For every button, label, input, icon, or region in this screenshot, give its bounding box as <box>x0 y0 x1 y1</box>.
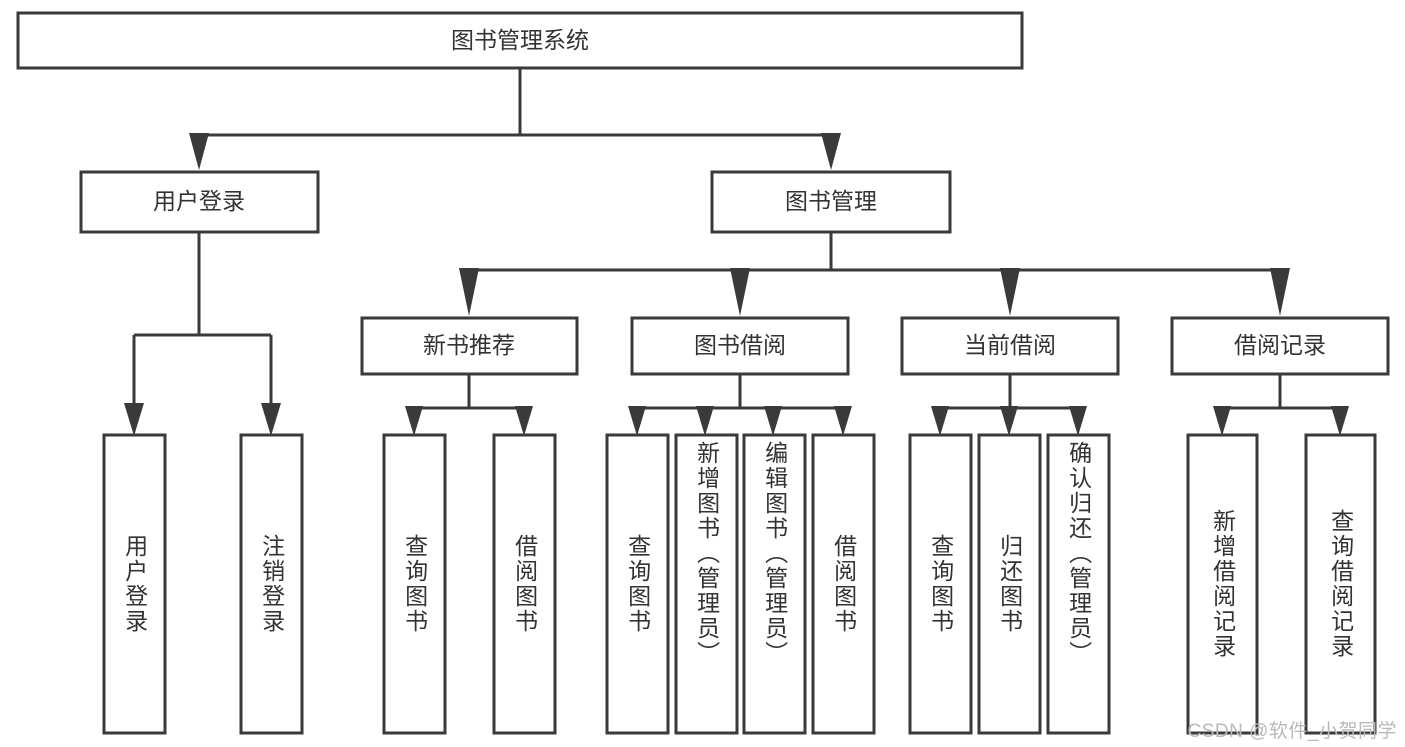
arrow-head-current-borrow-leaf-3 <box>1069 406 1087 436</box>
arrow-head-to-new-book <box>459 268 479 316</box>
borrow-record-label: 借阅记录 <box>1234 332 1326 358</box>
leaf-box-book-borrow-4[interactable] <box>811 433 876 735</box>
leaf-box-current-borrow-1[interactable] <box>908 433 973 735</box>
node-borrow-record[interactable]: 借阅记录 <box>1170 316 1390 376</box>
leaf-box-borrow-record-2[interactable] <box>1304 433 1377 735</box>
arrow-head-borrow-record-leaf-1 <box>1213 406 1231 436</box>
node-user-login[interactable]: 用户登录 <box>79 170 320 234</box>
arrow-head-book-borrow-leaf-1 <box>628 406 646 436</box>
arrow-head-new-book-leaf-2 <box>515 406 533 436</box>
borrow-record-box[interactable] <box>1170 316 1390 376</box>
csdn-watermark: CSDN @软件_小贺同学 <box>1187 721 1397 742</box>
arrow-head-book-borrow-leaf-3 <box>764 406 782 436</box>
node-current-borrow[interactable]: 当前借阅 <box>900 316 1120 376</box>
new-book-recommend-box[interactable] <box>360 316 579 376</box>
leaf-box-book-borrow-3[interactable] <box>742 433 807 735</box>
leaf-box-user-login-1[interactable] <box>102 433 167 735</box>
new-book-recommend-label: 新书推荐 <box>423 332 515 358</box>
arrow-head-current-borrow-leaf-1 <box>931 406 949 436</box>
leaf-box-book-borrow-2[interactable] <box>674 433 739 735</box>
arrow-head-book-borrow-leaf-2 <box>696 406 714 436</box>
leaf-box-book-borrow-1[interactable] <box>605 433 670 735</box>
leaf-box-current-borrow-2[interactable] <box>977 433 1042 735</box>
arrow-head-user-login-leaf-1 <box>124 403 144 436</box>
book-borrow-label: 图书借阅 <box>694 332 786 358</box>
book-management-box[interactable] <box>710 170 952 234</box>
root-box[interactable] <box>16 11 1024 70</box>
book-management-label: 图书管理 <box>785 188 877 214</box>
leaf-box-new-book-1[interactable] <box>382 433 447 735</box>
arrow-head-user-login-leaf-2 <box>261 403 281 436</box>
leaf-box-user-login-2[interactable] <box>239 433 304 735</box>
current-borrow-box[interactable] <box>900 316 1120 376</box>
leaf-box-borrow-record-1[interactable] <box>1186 433 1259 735</box>
arrow-head-to-user-login <box>189 133 209 170</box>
book-borrow-box[interactable] <box>630 316 850 376</box>
node-book-management[interactable]: 图书管理 <box>710 170 952 234</box>
leaf-box-current-borrow-3[interactable] <box>1046 433 1111 735</box>
arrow-head-new-book-leaf-1 <box>405 406 423 436</box>
leaf-box-new-book-2[interactable] <box>492 433 557 735</box>
arrow-head-to-current-borrow <box>1000 268 1020 316</box>
node-root[interactable]: 图书管理系统 <box>16 11 1024 70</box>
user-login-label: 用户登录 <box>153 188 245 214</box>
arrow-head-to-book-borrow <box>730 268 750 316</box>
node-new-book-recommend[interactable]: 新书推荐 <box>360 316 579 376</box>
arrow-head-to-book-mgmt <box>821 133 841 170</box>
arrow-head-book-borrow-leaf-4 <box>834 406 852 436</box>
current-borrow-label: 当前借阅 <box>964 332 1056 358</box>
root-label: 图书管理系统 <box>451 27 589 53</box>
node-book-borrow[interactable]: 图书借阅 <box>630 316 850 376</box>
arrow-head-to-borrow-record <box>1270 268 1290 316</box>
arrow-head-borrow-record-leaf-2 <box>1331 406 1349 436</box>
arrow-head-current-borrow-leaf-2 <box>1000 406 1018 436</box>
